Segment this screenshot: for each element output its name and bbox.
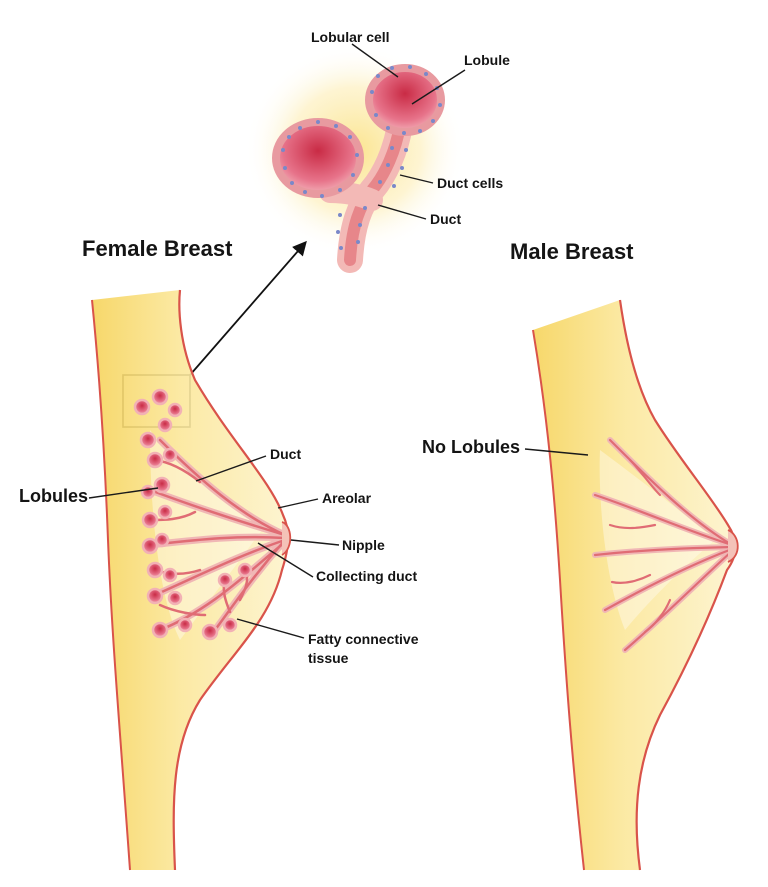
inset-lobule-illustration [245,45,465,273]
male-leader-lines [524,448,589,456]
label-inset-duct: Duct [430,211,462,227]
male-breast-illustration [532,299,739,871]
female-leader-lines [88,455,340,639]
label-fatty-connective-tissue-line2: tissue [308,650,349,666]
male-breast-title: Male Breast [510,239,634,264]
label-nipple: Nipple [342,537,385,553]
female-breast-title: Female Breast [82,236,233,261]
label-duct-cells: Duct cells [437,175,504,191]
label-no-lobules: No Lobules [422,437,520,457]
label-lobular-cell: Lobular cell [311,29,390,45]
label-collecting-duct: Collecting duct [316,568,418,584]
female-breast-illustration [91,289,292,871]
label-duct: Duct [270,446,302,462]
inset-leader-lines [351,43,466,220]
label-lobules: Lobules [19,486,89,506]
magnification-arrow [189,240,307,376]
label-areolar: Areolar [322,490,372,506]
label-lobule: Lobule [464,52,510,68]
label-fatty-connective-tissue-line1: Fatty connective [308,631,419,647]
